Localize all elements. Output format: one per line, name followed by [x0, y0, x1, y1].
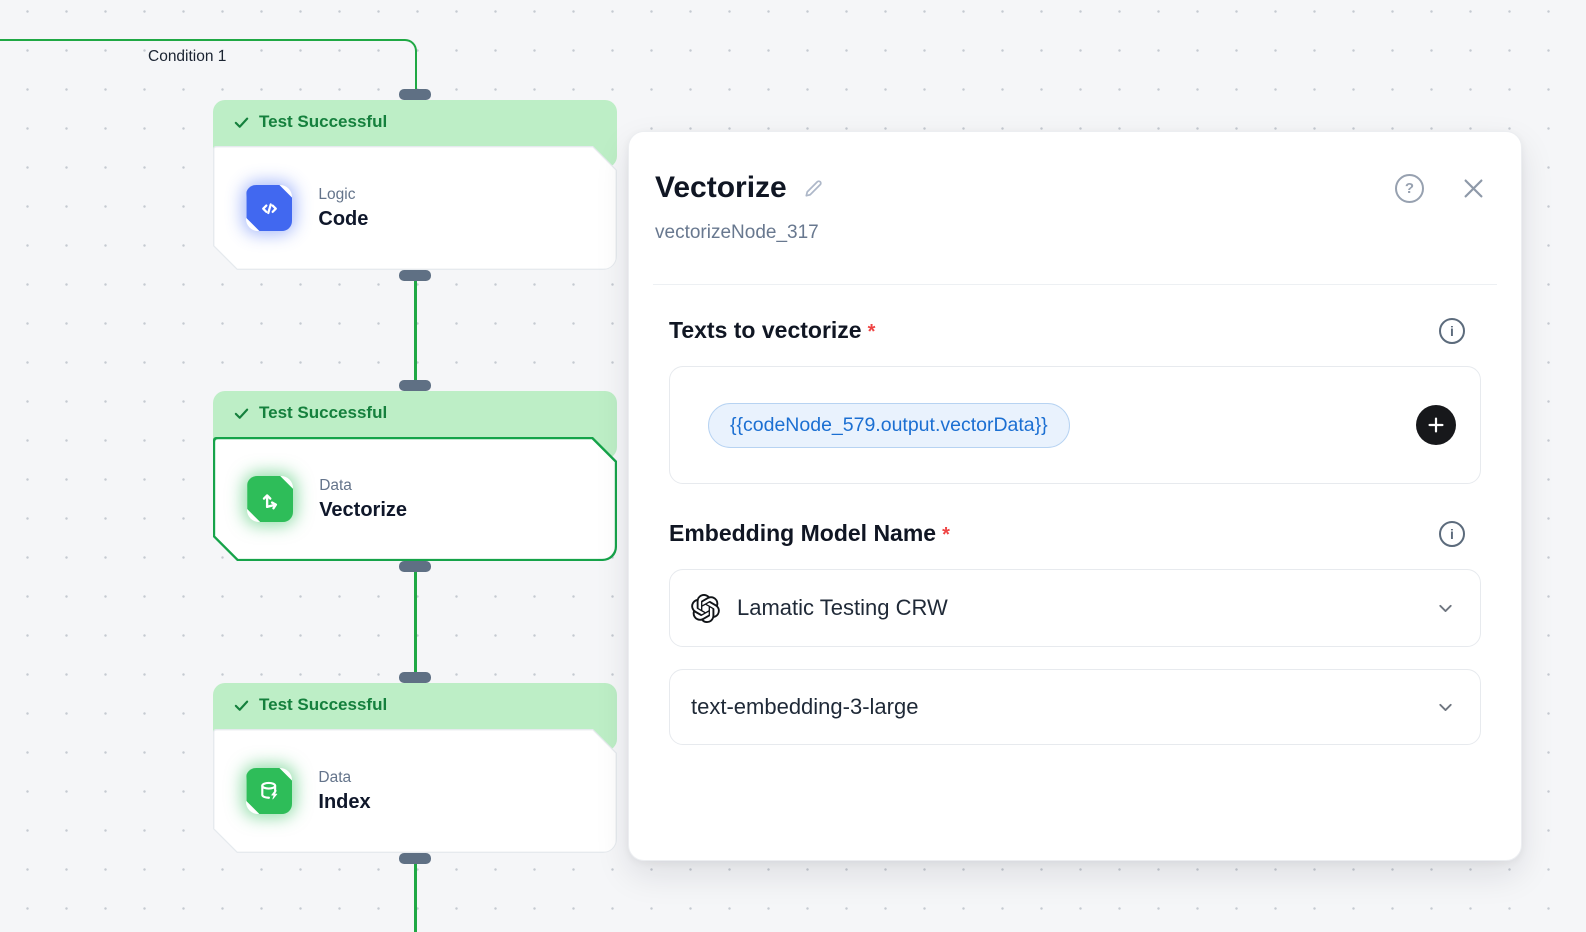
- chevron-down-icon: [1439, 703, 1452, 711]
- header-divider: [653, 284, 1497, 285]
- vectorize-icon: [247, 476, 293, 522]
- provider-value: Lamatic Testing CRW: [737, 595, 948, 620]
- edge-code-to-vectorize: [414, 268, 417, 389]
- required-asterisk: *: [867, 321, 876, 343]
- plus-icon: [1428, 417, 1444, 433]
- node-vectorize-card[interactable]: Data Vectorize: [213, 437, 617, 561]
- node-id-text: vectorizeNode_317: [655, 222, 819, 243]
- node-index-card[interactable]: Data Index: [213, 729, 617, 853]
- node-index-output-handle[interactable]: [399, 853, 431, 864]
- node-status-text: Test Successful: [259, 112, 388, 131]
- database-icon: [246, 768, 292, 814]
- node-code-input-handle[interactable]: [399, 89, 431, 100]
- close-icon[interactable]: [1460, 175, 1487, 202]
- node-status-text: Test Successful: [259, 695, 388, 714]
- node-code-card[interactable]: Logic Code: [213, 146, 617, 270]
- node-title: Index: [318, 790, 371, 813]
- node-category: Data: [319, 476, 352, 494]
- texts-to-vectorize-label: Texts to vectorize*: [669, 317, 876, 343]
- pencil-icon[interactable]: [802, 177, 825, 200]
- edge-vectorize-to-index: [414, 566, 417, 685]
- node-index-input-handle[interactable]: [399, 672, 431, 683]
- node-vectorize-input-handle[interactable]: [399, 380, 431, 391]
- provider-select[interactable]: Lamatic Testing CRW: [669, 569, 1481, 647]
- help-icon[interactable]: ?: [1395, 174, 1424, 203]
- check-icon: [234, 408, 249, 419]
- required-asterisk: *: [942, 524, 950, 546]
- edge-index-outgoing: [414, 853, 417, 932]
- node-title: Vectorize: [319, 498, 408, 521]
- node-vectorize-output-handle[interactable]: [399, 561, 431, 572]
- node-code[interactable]: Test Successful Logic Code: [213, 89, 617, 281]
- chevron-down-icon: [1439, 604, 1452, 612]
- node-index[interactable]: Test Successful Data Index: [213, 672, 617, 864]
- edge-condition-to-code: [0, 39, 417, 95]
- config-panel: Vectorize ? vectorizeNode_317 Texts to v…: [628, 131, 1522, 861]
- info-icon[interactable]: i: [1439, 520, 1465, 547]
- node-category: Logic: [318, 185, 356, 203]
- texts-to-vectorize-input[interactable]: {{codeNode_579.output.vectorData}}: [669, 366, 1481, 484]
- panel-title: Vectorize: [655, 171, 787, 204]
- embedding-model-label: Embedding Model Name*: [669, 520, 950, 546]
- model-select[interactable]: text-embedding-3-large: [669, 669, 1481, 745]
- variable-chip[interactable]: {{codeNode_579.output.vectorData}}: [708, 402, 1070, 448]
- node-vectorize[interactable]: Test Successful Data Vectorize: [213, 380, 617, 572]
- node-category: Data: [318, 768, 352, 786]
- node-status-text: Test Successful: [259, 403, 388, 422]
- code-icon: [246, 185, 292, 231]
- add-variable-button[interactable]: [1416, 405, 1456, 445]
- openai-logo-icon: [691, 593, 720, 623]
- model-value: text-embedding-3-large: [691, 694, 919, 719]
- check-icon: [234, 700, 249, 711]
- node-title: Code: [318, 207, 369, 230]
- check-icon: [234, 117, 249, 128]
- node-code-output-handle[interactable]: [399, 270, 431, 281]
- info-icon[interactable]: i: [1439, 317, 1465, 344]
- edge-label-condition: Condition 1: [148, 48, 227, 65]
